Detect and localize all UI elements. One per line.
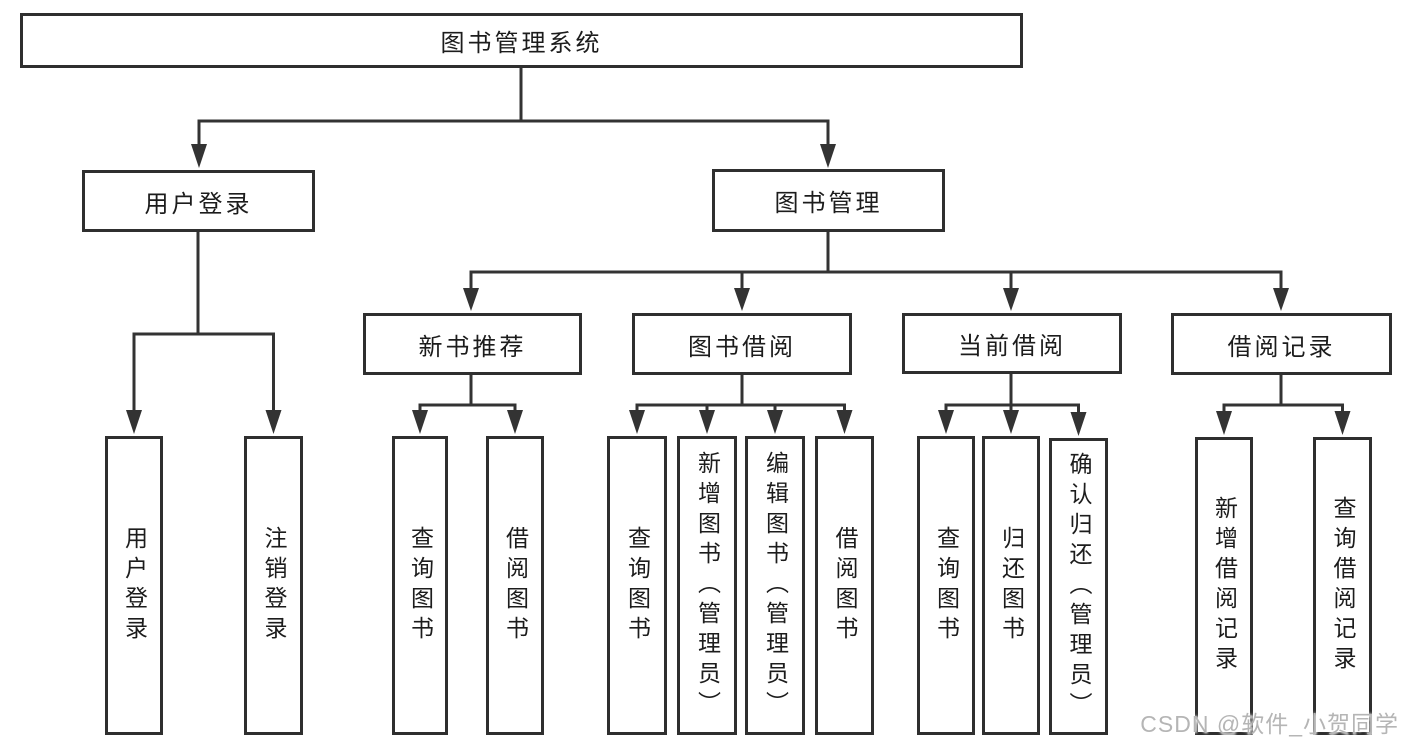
connector-book-management-to-level3	[463, 232, 1289, 311]
connector-root-to-level2	[191, 68, 836, 168]
leaf-borrow-add-books-admin: 新增图书（管理员）	[677, 436, 737, 735]
leaf-current-return-books: 归还图书	[982, 436, 1040, 735]
node-current-borrow: 当前借阅	[902, 313, 1122, 374]
leaf-borrow-borrow-books: 借阅图书	[815, 436, 874, 735]
leaf-newrec-query-books: 查询图书	[392, 436, 448, 735]
node-new-book-recommend: 新书推荐	[363, 313, 582, 375]
connector-borrow-records-to-leaves	[1216, 375, 1351, 435]
leaf-borrow-edit-books-admin: 编辑图书（管理员）	[745, 436, 805, 735]
node-book-borrow: 图书借阅	[632, 313, 852, 375]
node-borrow-records: 借阅记录	[1171, 313, 1392, 375]
connector-current-borrow-to-leaves	[938, 374, 1087, 436]
leaf-records-add-record: 新增借阅记录	[1195, 437, 1253, 735]
node-book-management: 图书管理	[712, 169, 945, 232]
leaf-newrec-borrow-books: 借阅图书	[486, 436, 544, 735]
leaf-logout-login: 注销登录	[244, 436, 303, 735]
leaf-records-query-record: 查询借阅记录	[1313, 437, 1372, 735]
node-user-login: 用户登录	[82, 170, 315, 232]
connector-book-borrow-to-leaves	[629, 375, 853, 434]
leaf-user-login: 用户登录	[105, 436, 163, 735]
leaf-borrow-query-books: 查询图书	[607, 436, 667, 735]
connector-new-book-recommend-to-leaves	[412, 375, 523, 434]
leaf-current-confirm-return-admin: 确认归还（管理员）	[1049, 438, 1108, 735]
node-root: 图书管理系统	[20, 13, 1023, 68]
connector-user-login-to-leaves	[126, 232, 282, 434]
leaf-current-query-books: 查询图书	[917, 436, 975, 735]
csdn-watermark: CSDN @软件_小贺同学	[1140, 711, 1399, 737]
